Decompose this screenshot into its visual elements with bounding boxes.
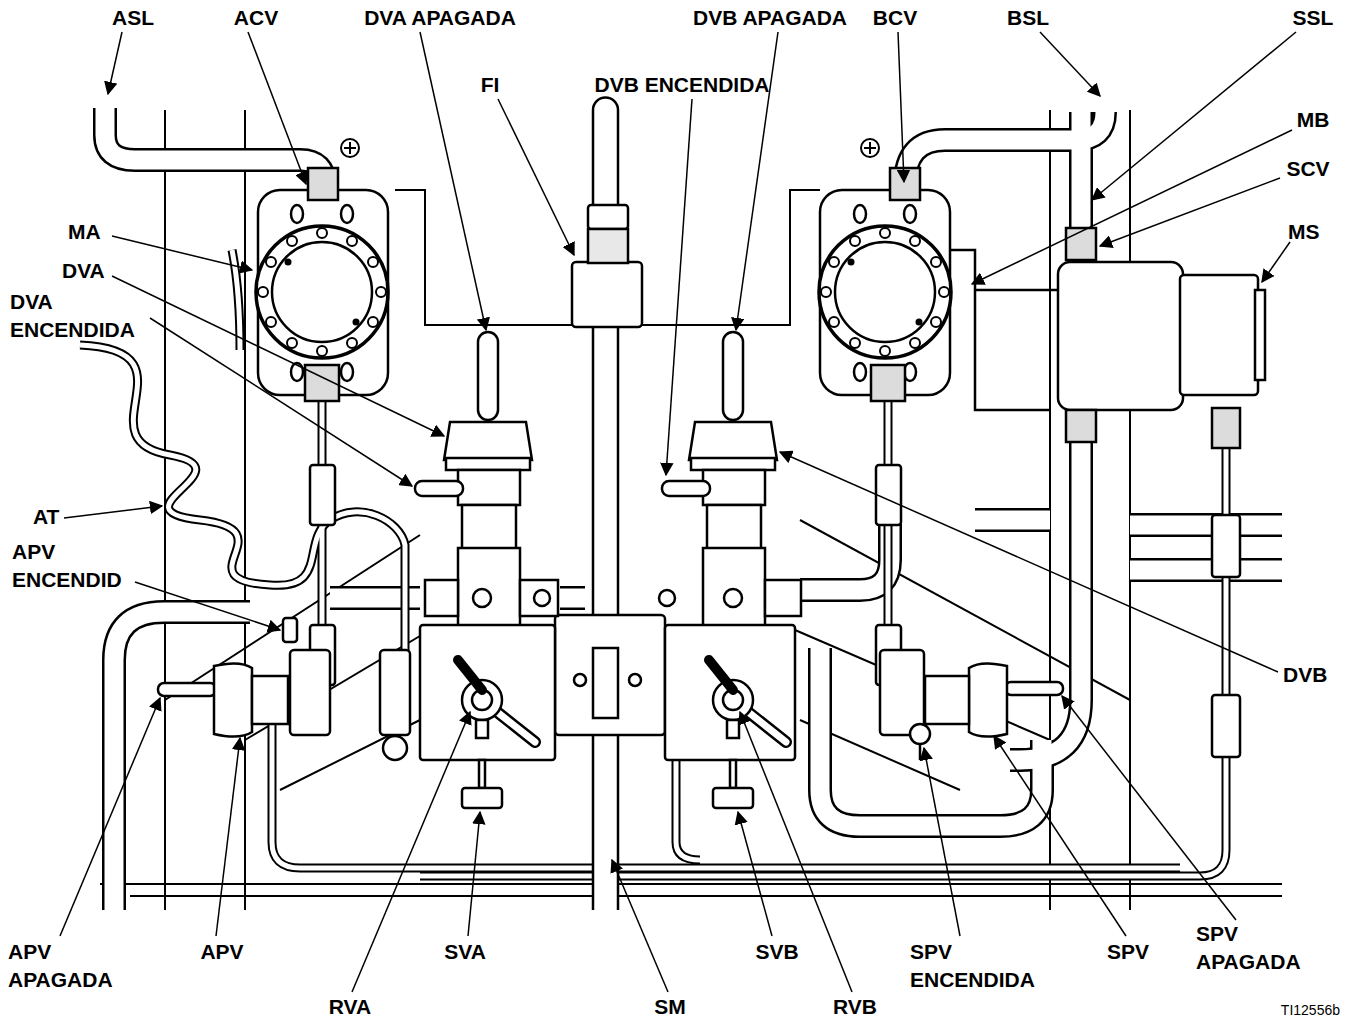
callout-label: FI	[481, 71, 500, 99]
callout-label: SCV	[1286, 155, 1329, 183]
callout-label: DVA ENCENDIDA	[10, 288, 150, 344]
callout-label: SPV	[1107, 938, 1149, 966]
callout-label: SVB	[755, 938, 798, 966]
callout-label: SPV ENCENDIDA	[910, 938, 1080, 994]
callout-label: BSL	[1007, 4, 1049, 32]
callout-label: APV APAGADA	[8, 938, 158, 994]
callout-label: ASL	[112, 4, 154, 32]
callout-label: SVA	[444, 938, 486, 966]
callout-label: MS	[1288, 218, 1320, 246]
callout-label: APV	[200, 938, 243, 966]
leader-lines	[60, 32, 1296, 992]
callout-label: MB	[1297, 106, 1330, 134]
callout-label: BCV	[873, 4, 917, 32]
callout-label: MA	[68, 218, 101, 246]
callout-label: SPV APAGADA	[1196, 920, 1341, 976]
callout-label: DVA	[62, 257, 105, 285]
callout-label: RVB	[833, 993, 877, 1021]
callout-label: DVA APAGADA	[364, 4, 516, 32]
figure-id: TI12556b	[1281, 1001, 1340, 1019]
callout-label: RVA	[329, 993, 371, 1021]
callout-label: DVB	[1283, 661, 1327, 689]
callout-label: APV ENCENDID	[12, 538, 142, 594]
callout-label: DVB ENCENDIDA	[594, 71, 769, 99]
callout-label: AT	[33, 503, 59, 531]
callout-label: SSL	[1293, 4, 1334, 32]
callout-label: SM	[654, 993, 686, 1021]
callout-label: ACV	[234, 4, 278, 32]
callout-label: DVB APAGADA	[693, 4, 847, 32]
